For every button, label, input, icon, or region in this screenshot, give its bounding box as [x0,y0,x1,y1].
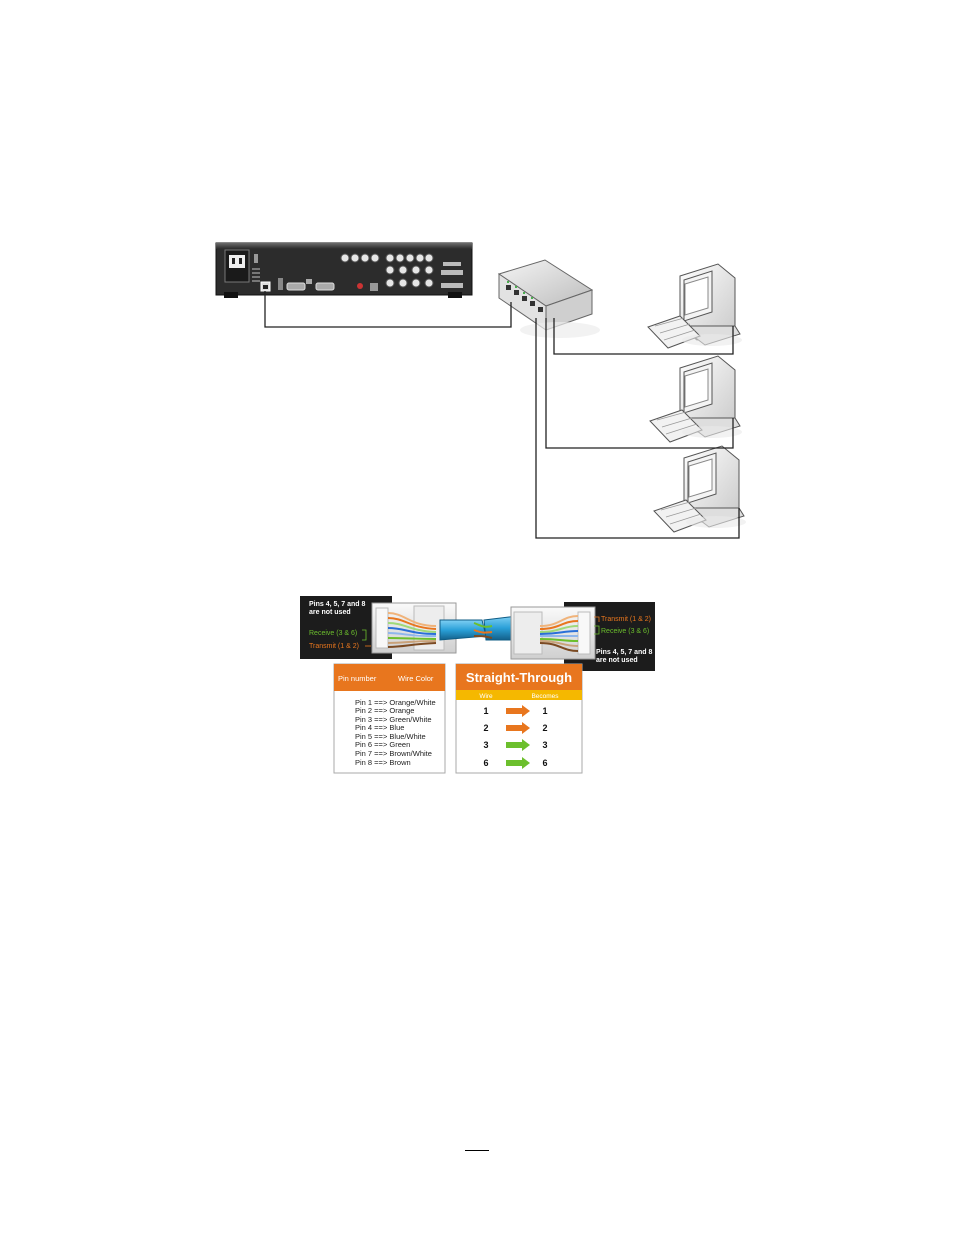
header-becomes: Becomes [531,693,559,700]
network-hub [497,259,600,338]
cable-pinout-illustration: Pins 4, 5, 7 and 8 are not used Receive … [300,596,655,774]
pin-row-2: Pin 2 ==> Orange [355,706,414,715]
computer-2-icon [649,355,742,443]
header-wire: Wire [479,693,493,700]
left-note-line-1: Pins 4, 5, 7 and 8 [309,601,366,608]
left-note-line-2: are not used [309,609,351,616]
wire-from-1: 1 [483,706,488,716]
wire-to-2: 2 [542,723,547,733]
arrow-orange-1-icon [506,705,530,717]
wire-from-2: 2 [483,723,488,733]
network-cables [264,291,740,539]
arrow-green-4-icon [506,757,530,769]
arrow-orange-2-icon [506,722,530,734]
pin-row-5: Pin 5 ==> Blue/White [355,732,426,741]
right-note-line-2: are not used [596,657,638,664]
wire-to-1: 1 [542,706,547,716]
page-number-line [465,1150,489,1165]
power-socket-icon [224,249,250,283]
pin-row-1: Pin 1 ==> Orange/White [355,698,436,707]
dvr-device [215,242,473,298]
cable-hub-to-pc3 [535,318,740,539]
right-receive-label: Receive (3 & 6) [601,628,649,635]
right-note-line-1: Pins 4, 5, 7 and 8 [596,649,653,656]
pin-table-header-color: Wire Color [398,674,434,683]
cable-hub-to-pc1 [553,318,734,355]
cable-dvr-to-hub [264,291,512,328]
left-transmit-label: Transmit (1 & 2) [309,643,359,650]
lan-port-icon [260,281,271,292]
wire-from-3: 3 [483,740,488,750]
pin-row-4: Pin 4 ==> Blue [355,723,404,732]
pin-color-table: Pin number Wire Color Pin 1 ==> Orange/W… [333,663,446,774]
wire-from-4: 6 [483,758,488,768]
pin-row-6: Pin 6 ==> Green [355,740,410,749]
computer-3-icon [653,445,746,533]
arrow-green-3-icon [506,739,530,751]
left-rj45-plug [371,602,457,654]
pin-table-header-pin: Pin number [338,674,377,683]
straight-through-table: Straight-Through Wire Becomes 1 1 2 2 3 … [455,663,583,774]
right-rj45-plug [510,606,596,660]
wire-to-3: 3 [542,740,547,750]
pin-row-7: Pin 7 ==> Brown/White [355,749,432,758]
right-transmit-label: Transmit (1 & 2) [601,616,651,623]
left-receive-label: Receive (3 & 6) [309,630,357,637]
wire-to-4: 6 [542,758,547,768]
cable-hub-to-pc2 [545,318,734,449]
pin-row-8: Pin 8 ==> Brown [355,758,411,767]
pin-row-3: Pin 3 ==> Green/White [355,715,432,724]
computer-1-icon [647,263,742,349]
bnc-connectors [340,253,434,288]
straight-through-title: Straight-Through [466,670,572,685]
